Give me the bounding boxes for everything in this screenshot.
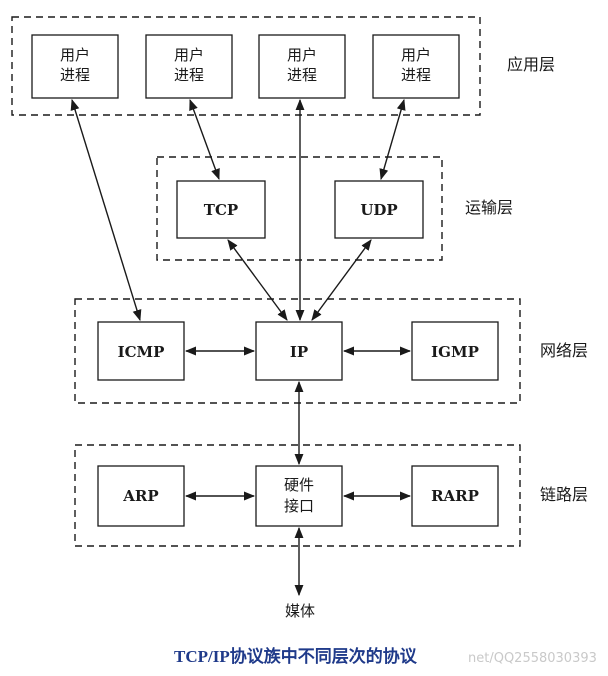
arrow-user1-icmp (70, 98, 142, 322)
igmp-label: IGMP (431, 343, 479, 361)
application-layer-frame (11, 16, 481, 116)
hardware-interface-box (255, 465, 343, 527)
arrow-tcp-ip (227, 239, 288, 321)
transport-layer-label: 运输层 (465, 198, 513, 217)
user-process-2-line1: 用户 (174, 46, 204, 64)
arrow-user4-udp (379, 98, 406, 181)
rarp-label: RARP (431, 487, 479, 505)
icmp-label: ICMP (118, 343, 165, 361)
user-process-box-2 (145, 34, 233, 99)
user-process-1-line2: 进程 (60, 66, 90, 84)
user-process-3-line2: 进程 (287, 66, 317, 84)
user-process-4-line2: 进程 (401, 66, 431, 84)
user-process-box-3 (258, 34, 346, 99)
user-process-box-4 (372, 34, 460, 99)
udp-box (334, 180, 424, 239)
icmp-box (97, 321, 185, 381)
watermark-text: net/QQ2558030393 (468, 651, 597, 666)
arp-box (97, 465, 185, 527)
arrow-udp-ip (311, 239, 372, 321)
ip-label: IP (290, 343, 308, 361)
hardware-interface-line1: 硬件 (284, 476, 314, 494)
rarp-box (411, 465, 499, 527)
user-process-1-line1: 用户 (60, 46, 90, 64)
application-layer-label: 应用层 (507, 55, 555, 74)
user-process-box-1 (31, 34, 119, 99)
user-process-4-line1: 用户 (401, 46, 431, 64)
tcp-box (176, 180, 266, 239)
udp-label: UDP (360, 201, 397, 219)
figure-caption: TCP/IP协议族中不同层次的协议 (174, 646, 418, 666)
tcp-label: TCP (204, 201, 238, 219)
arrow-user2-tcp (189, 98, 220, 181)
link-layer-label: 链路层 (540, 485, 588, 504)
media-label: 媒体 (285, 602, 315, 620)
network-layer-label: 网络层 (540, 341, 588, 360)
hardware-interface-line2: 接口 (284, 497, 314, 515)
user-process-3-line1: 用户 (287, 46, 317, 64)
user-process-2-line2: 进程 (174, 66, 204, 84)
arp-label: ARP (122, 487, 158, 505)
ip-box (255, 321, 343, 381)
igmp-box (411, 321, 499, 381)
